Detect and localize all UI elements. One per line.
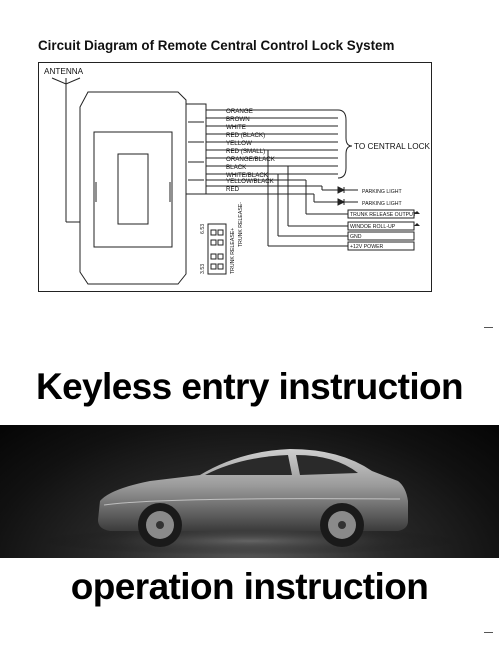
svg-text:+12V POWER: +12V POWER <box>350 244 384 250</box>
control-unit <box>79 91 187 285</box>
svg-text:WHITE/BLACK: WHITE/BLACK <box>226 172 269 179</box>
svg-text:YELLOW/BLACK: YELLOW/BLACK <box>226 178 275 185</box>
crop-mark <box>484 327 493 328</box>
svg-text:YELLOW: YELLOW <box>226 140 252 147</box>
central-lock-label: TO CENTRAL LOCK <box>354 142 431 151</box>
svg-text:PARKING LIGHT: PARKING LIGHT <box>362 189 403 195</box>
svg-text:RED (SMALL): RED (SMALL) <box>226 148 265 155</box>
svg-text:BLACK: BLACK <box>226 164 247 171</box>
car-photo <box>0 425 499 558</box>
crop-mark <box>484 632 493 633</box>
svg-text:6.53: 6.53 <box>200 224 206 234</box>
svg-text:ORANGE/BLACK: ORANGE/BLACK <box>226 156 276 163</box>
svg-text:BROWN: BROWN <box>226 116 250 123</box>
svg-text:ORANGE: ORANGE <box>226 108 253 115</box>
diagram-title: Circuit Diagram of Remote Central Contro… <box>38 38 395 53</box>
svg-text:TRUNK RELEASE OUTPUT: TRUNK RELEASE OUTPUT <box>350 212 417 218</box>
heading-keyless-entry: Keyless entry instruction <box>35 366 464 407</box>
small-connector <box>207 223 227 275</box>
heading-operation: operation instruction <box>70 566 429 607</box>
antenna-label: ANTENNA <box>44 67 84 76</box>
svg-text:WINDOE ROLL-UP: WINDOE ROLL-UP <box>350 224 396 230</box>
svg-text:RED: RED <box>226 186 240 193</box>
diagram-frame <box>38 62 432 292</box>
svg-text:RED (BLACK): RED (BLACK) <box>226 132 265 139</box>
svg-text:3.53: 3.53 <box>200 264 206 274</box>
svg-text:TRUNK RELEASE+: TRUNK RELEASE+ <box>230 228 236 274</box>
circuit-diagram: ANTENNA 6.53 3.53 TRUNK RELEASE+ TRUNK R… <box>38 62 432 292</box>
svg-text:GND: GND <box>350 234 362 240</box>
svg-text:TRUNK RELEASE-: TRUNK RELEASE- <box>238 202 244 247</box>
wire-connector <box>185 103 207 195</box>
svg-text:WHITE: WHITE <box>226 124 246 131</box>
svg-text:PARKING LIGHT: PARKING LIGHT <box>362 201 403 207</box>
